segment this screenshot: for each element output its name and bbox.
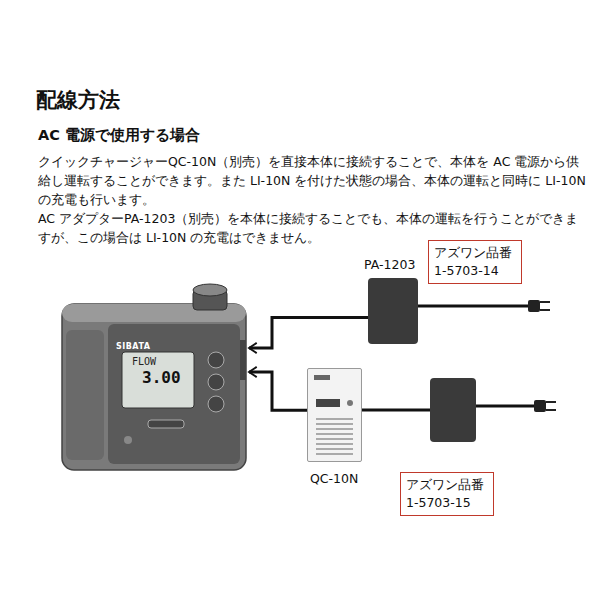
display-text: FLOW <box>132 356 156 367</box>
cable-connector <box>249 372 307 410</box>
part-number: アズワン品番 1-5703-15 <box>406 476 488 512</box>
cable-connector <box>249 318 368 348</box>
power-cord <box>418 305 530 308</box>
part-number: アズワン品番 1-5703-14 <box>434 244 516 280</box>
part-name: QC-10N <box>310 471 358 486</box>
device-node: SIBATA FLOW3.00 <box>62 304 246 470</box>
pump-device <box>62 284 246 470</box>
display-text: 3.00 <box>142 368 181 387</box>
part-number-box: アズワン品番 1-5703-14 <box>428 240 522 284</box>
charger-details <box>308 369 361 461</box>
ac-adapter: PA-1203 <box>368 278 418 344</box>
body-text: クイックチャージャーQC-10N（別売）を直接本体に接続することで、本体を AC… <box>38 152 586 209</box>
ac-adapter <box>430 378 476 442</box>
subheading: AC 電源で使用する場合 <box>38 126 200 145</box>
charger-cord <box>362 409 430 412</box>
power-cord <box>476 405 536 408</box>
plug <box>528 300 550 312</box>
plug <box>534 400 556 412</box>
part-number-box: アズワン品番 1-5703-15 <box>400 472 494 516</box>
quick-charger: QC-10N <box>307 368 362 462</box>
display-text: SIBATA <box>116 342 150 351</box>
part-name: PA-1203 <box>364 257 415 272</box>
title: 配線方法 <box>36 86 120 114</box>
